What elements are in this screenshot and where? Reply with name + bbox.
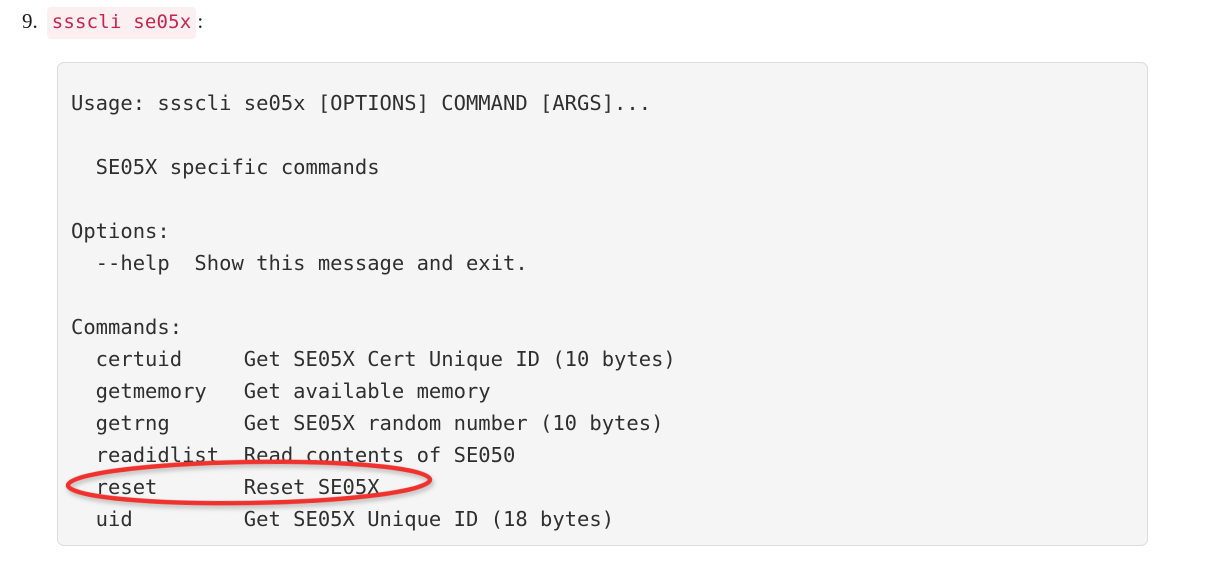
list-item-number: 9. — [22, 9, 38, 33]
heading-colon: : — [197, 9, 204, 33]
list-item: 9. ssscli se05x: — [22, 7, 203, 39]
code-block: Usage: ssscli se05x [OPTIONS] COMMAND [A… — [57, 62, 1148, 546]
inline-code-command: ssscli se05x — [46, 7, 197, 39]
code-block-content: Usage: ssscli se05x [OPTIONS] COMMAND [A… — [71, 91, 676, 531]
